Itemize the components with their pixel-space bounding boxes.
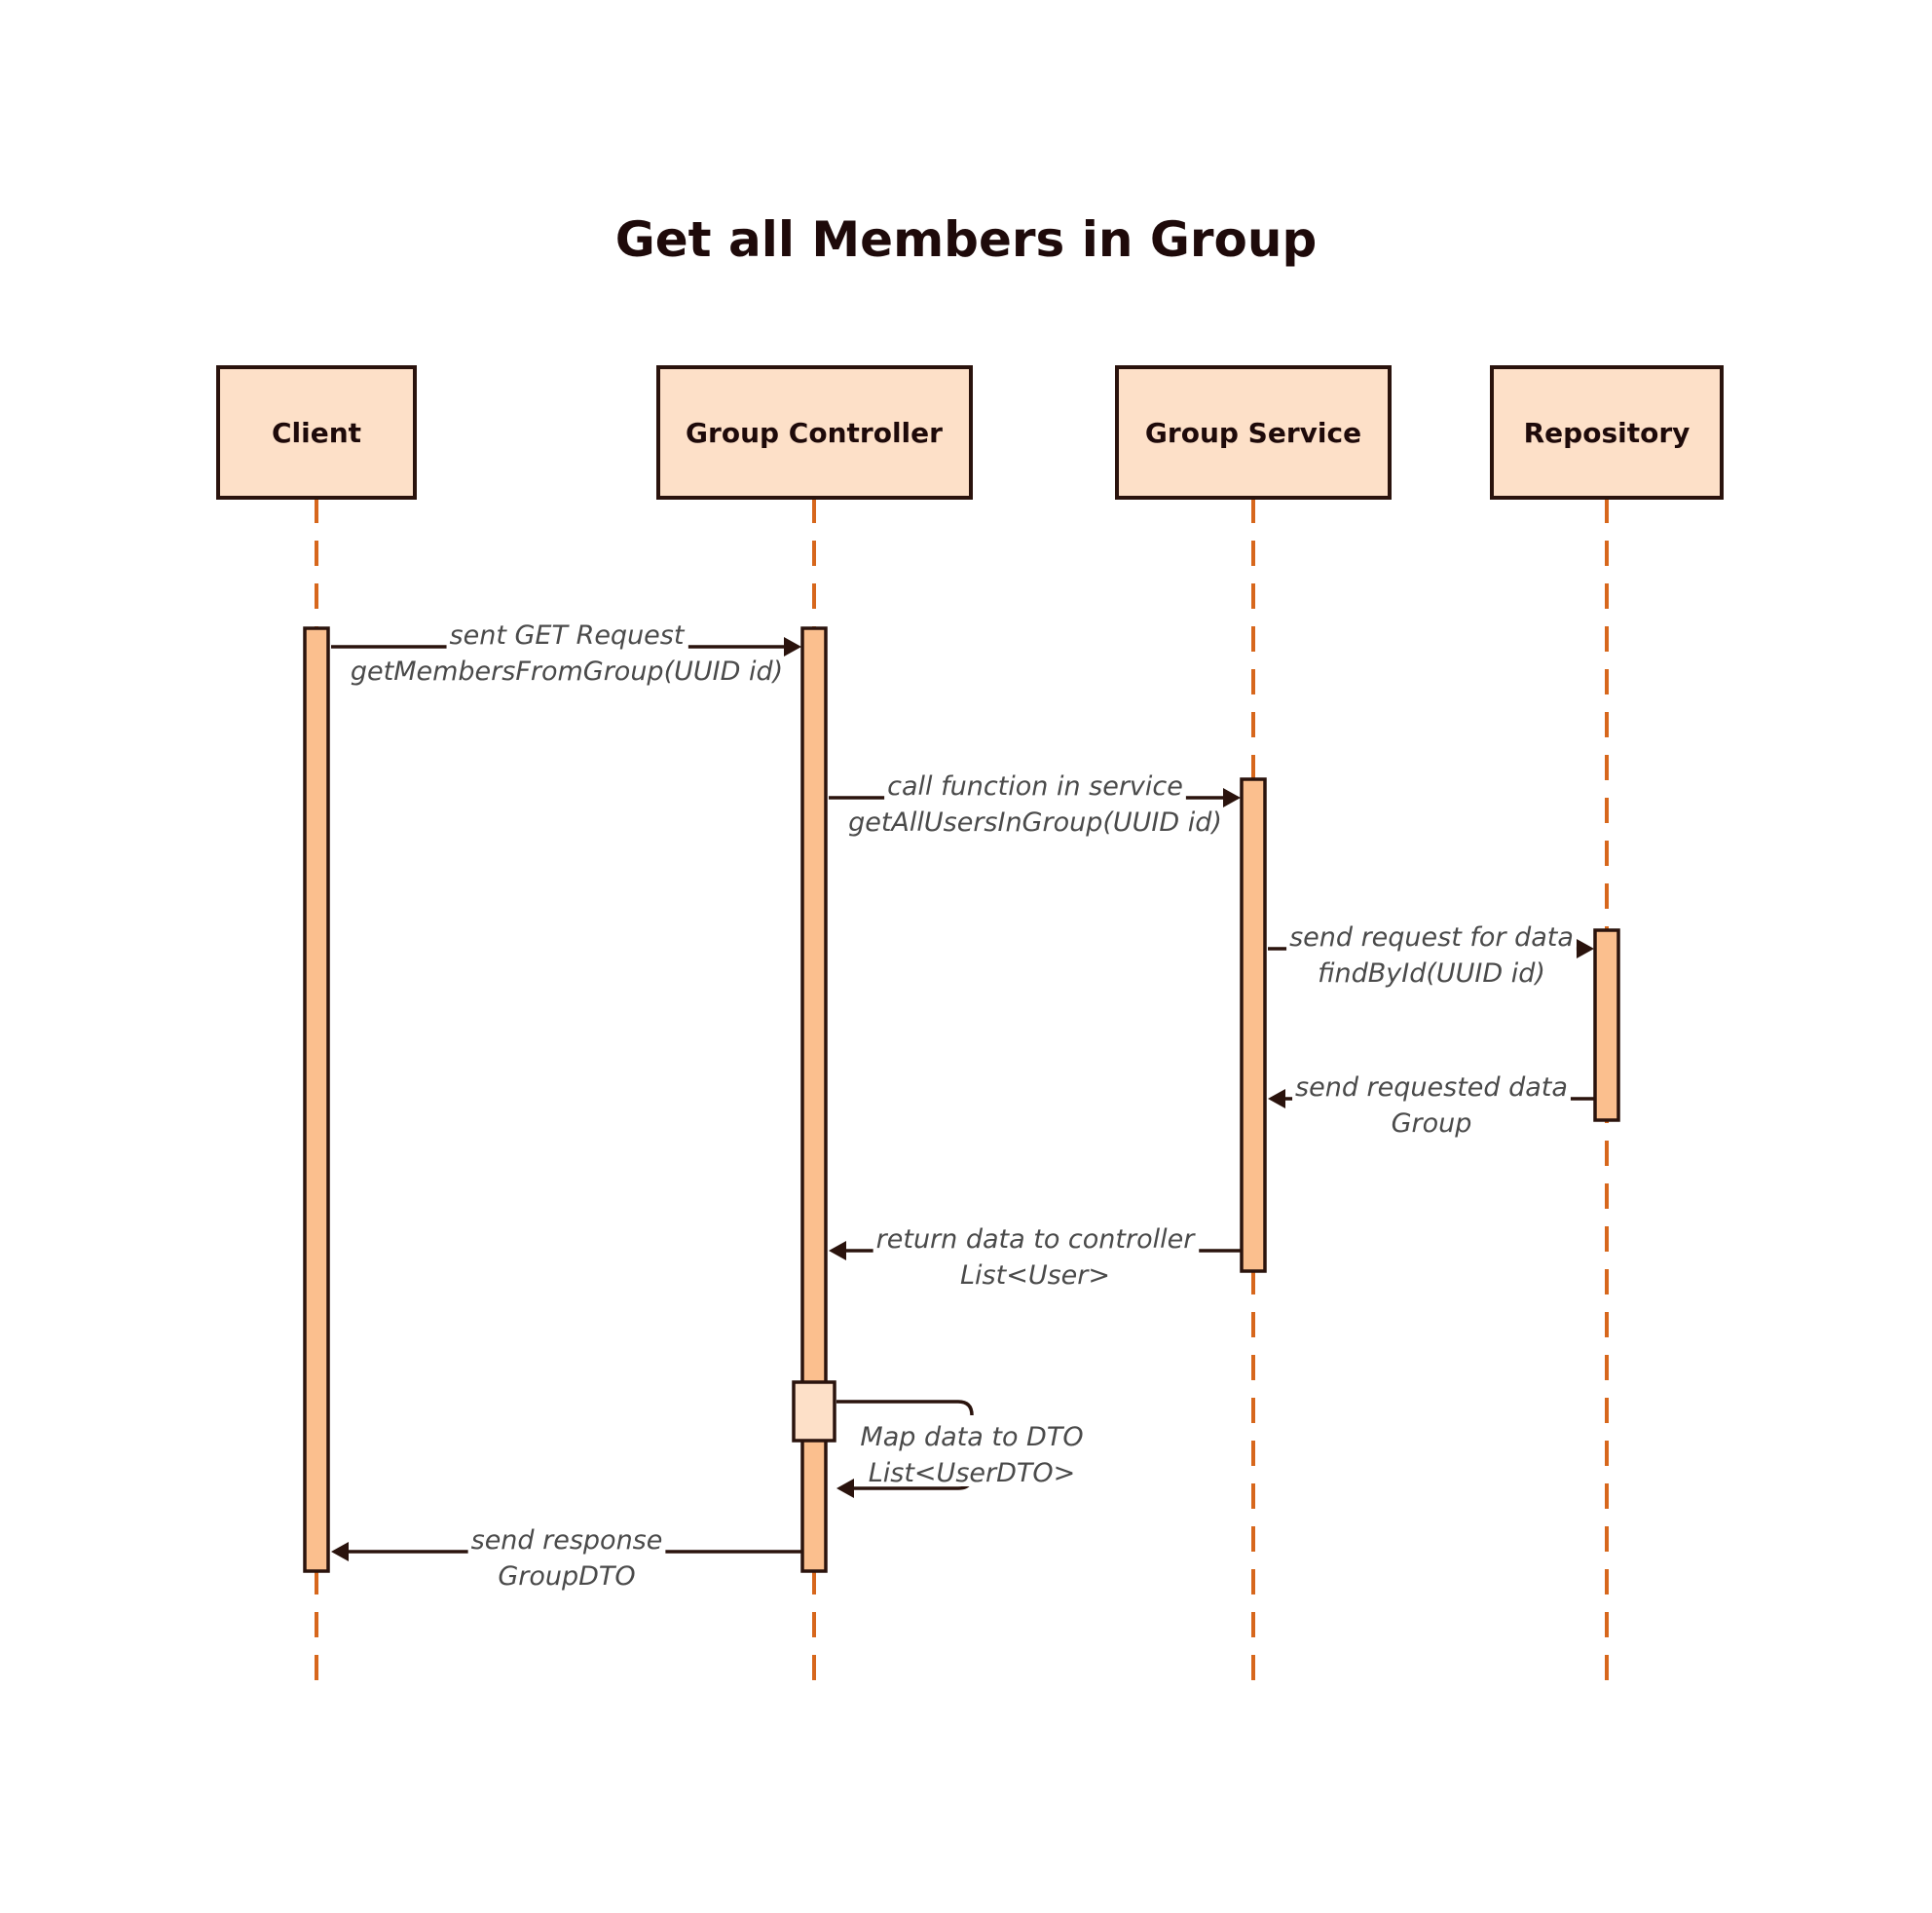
message-label-2: getMembersFromGroup(UUID id) <box>351 656 783 687</box>
message-label-2: Group <box>1392 1108 1472 1139</box>
arrowhead <box>331 1542 349 1561</box>
actors: Client Group Controller Group Service Repos… <box>216 365 1724 500</box>
activation-bars <box>303 626 1620 1573</box>
arrowhead <box>1223 788 1241 807</box>
activation-service <box>1240 777 1267 1273</box>
message-3: send request for data findById(UUID id) <box>1268 922 1594 989</box>
actor-service: Group Service <box>1115 365 1392 500</box>
message-label-2: GroupDTO <box>498 1561 635 1592</box>
actor-box <box>216 365 417 500</box>
label-background <box>446 624 688 649</box>
arrowhead <box>1577 939 1594 958</box>
message-label-1: send request for data <box>1289 922 1574 953</box>
label-background <box>467 1529 666 1554</box>
message-label-2: List<User> <box>960 1260 1110 1291</box>
label-background <box>884 775 1186 800</box>
message-label-1: send response <box>471 1525 663 1556</box>
message-label-1: send requested data <box>1295 1072 1568 1103</box>
message-6: Map data to DTO List<UserDTO> <box>836 1400 1087 1498</box>
actor-label: Group Controller <box>686 417 943 449</box>
label-background <box>1315 962 1548 987</box>
message-2: call function in service getAllUsersInGro… <box>829 771 1241 838</box>
actor-label: Repository <box>1524 417 1690 449</box>
message-label-2: findById(UUID id) <box>1318 958 1545 989</box>
label-background <box>845 811 1225 836</box>
diagram-title: Get all Members in Group <box>615 211 1318 268</box>
label-background <box>1292 1076 1571 1101</box>
actor-box <box>1115 365 1392 500</box>
label-background <box>495 1565 639 1590</box>
actor-box <box>656 365 973 500</box>
arrowhead <box>1268 1089 1285 1108</box>
message-label-1: return data to controller <box>876 1224 1197 1255</box>
label-background <box>1286 926 1577 951</box>
message-label-1: Map data to DTO <box>860 1422 1083 1452</box>
actor-label: Group Service <box>1145 417 1361 449</box>
label-background <box>1388 1112 1475 1137</box>
arrowhead <box>829 1241 846 1260</box>
arrowhead <box>836 1479 854 1498</box>
message-label-2: List<UserDTO> <box>869 1458 1076 1488</box>
label-background <box>957 1264 1113 1289</box>
activation-repository <box>1593 928 1620 1122</box>
label-background <box>865 1462 1079 1486</box>
message-label-1: sent GET Request <box>450 620 686 651</box>
message-1: sent GET Request getMembersFromGroup(UUID… <box>331 620 801 687</box>
actor-box <box>1490 365 1724 500</box>
arrowhead <box>784 637 801 656</box>
actor-repository: Repository <box>1490 365 1724 500</box>
messages: sent GET Request getMembersFromGroup(UUID… <box>331 620 1594 1592</box>
actor-controller: Group Controller <box>656 365 973 500</box>
message-label-1: call function in service <box>887 771 1183 802</box>
self-call-out-line <box>836 1400 974 1416</box>
actor-label: Client <box>272 417 361 449</box>
self-call-box <box>792 1380 836 1443</box>
label-background <box>873 1228 1200 1253</box>
message-label-2: getAllUsersInGroup(UUID id) <box>848 807 1222 838</box>
actor-client: Client <box>216 365 417 500</box>
activation-client <box>303 626 330 1573</box>
label-background <box>347 660 787 685</box>
label-background <box>857 1426 1087 1450</box>
